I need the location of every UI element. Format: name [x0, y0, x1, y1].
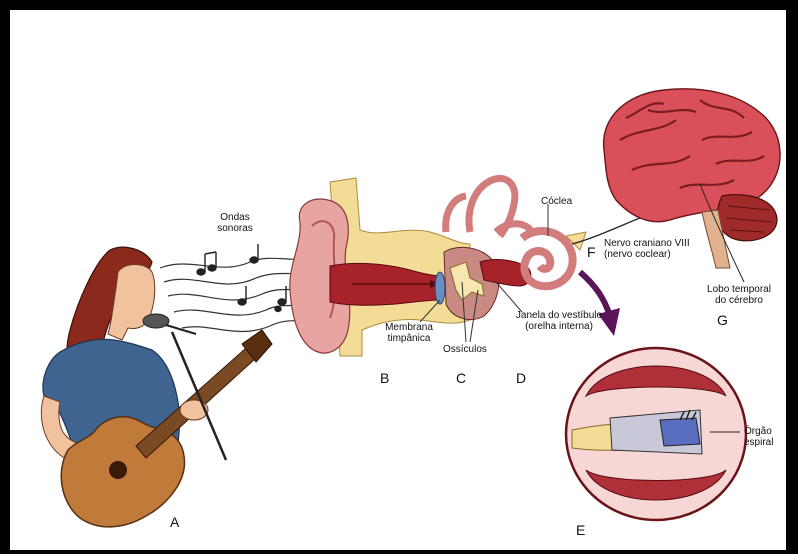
- label-nervo-craniano: Nervo craniano VIII (nervo coclear): [604, 238, 714, 260]
- label-coclea: Cóclea: [541, 196, 572, 207]
- letter-f: F: [587, 244, 596, 260]
- letter-g: G: [717, 312, 728, 328]
- letter-e: E: [576, 522, 585, 538]
- letter-d: D: [516, 370, 526, 386]
- label-janela-vestibulo: Janela do vestíbulo (orelha interna): [513, 310, 605, 332]
- label-membrana-timpanica: Membrana timpânica: [383, 322, 435, 344]
- letter-a: A: [170, 514, 179, 530]
- letter-c: C: [456, 370, 466, 386]
- cochlea-cross-section: [566, 348, 746, 520]
- label-ondas-sonoras: Ondas sonoras: [212, 212, 258, 234]
- label-ossiculos: Ossículos: [443, 344, 487, 355]
- label-lobo-temporal: Lobo temporal do cérebro: [702, 284, 776, 306]
- label-orgao-espiral: Órgão espiral: [744, 426, 782, 448]
- letter-b: B: [380, 370, 389, 386]
